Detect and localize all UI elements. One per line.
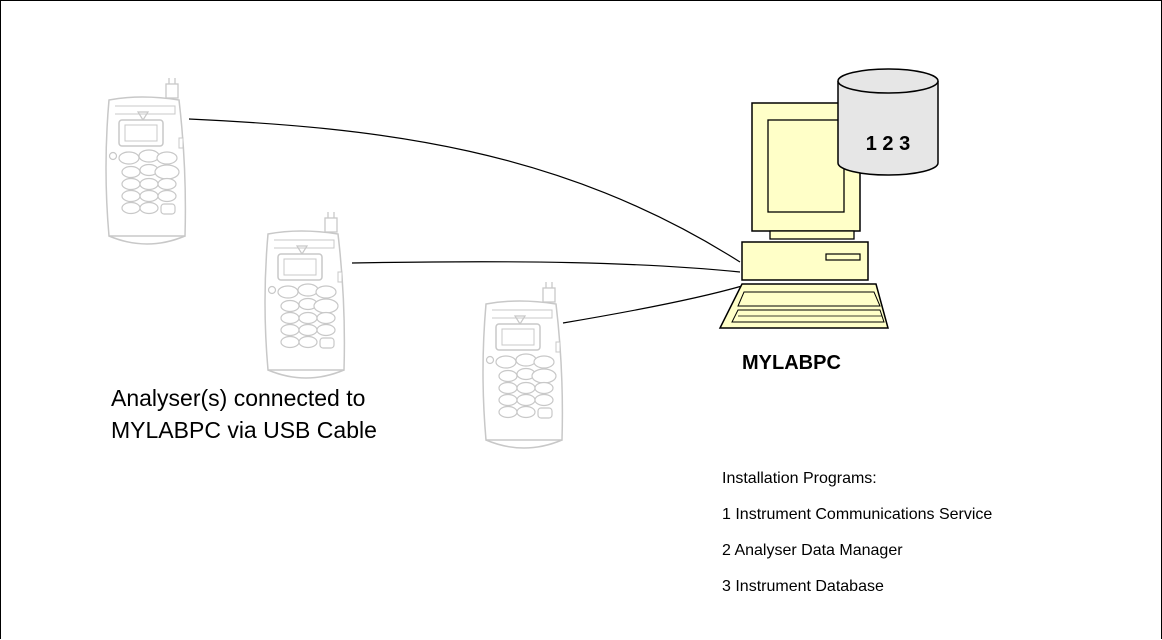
installation-item-1: 1 Instrument Communications Service bbox=[722, 506, 993, 523]
pc-name-label: MYLABPC bbox=[742, 352, 841, 374]
installation-item-2: 2 Analyser Data Manager bbox=[722, 542, 903, 559]
analyser-device-3 bbox=[482, 281, 564, 449]
analyser-device-1 bbox=[105, 77, 187, 245]
usb-cable-3 bbox=[562, 285, 743, 324]
database-icon: 1 2 3 bbox=[837, 68, 939, 176]
usb-cable-2 bbox=[351, 261, 741, 273]
installation-programs-list: Installation Programs: 1 Instrument Comm… bbox=[722, 465, 992, 609]
analyser-caption: Analyser(s) connected to MYLABPC via USB… bbox=[111, 382, 377, 446]
pc-base-unit bbox=[741, 241, 869, 281]
installation-item-3: 3 Instrument Database bbox=[722, 578, 884, 595]
analyser-caption-line-1: Analyser(s) connected to bbox=[111, 385, 366, 411]
pc-computer bbox=[718, 102, 889, 329]
analyser-caption-line-2: MYLABPC via USB Cable bbox=[111, 417, 377, 443]
analyser-device-2 bbox=[264, 211, 346, 379]
database-label: 1 2 3 bbox=[866, 133, 910, 155]
usb-cable-1 bbox=[188, 118, 741, 263]
installation-heading: Installation Programs: bbox=[722, 470, 877, 487]
